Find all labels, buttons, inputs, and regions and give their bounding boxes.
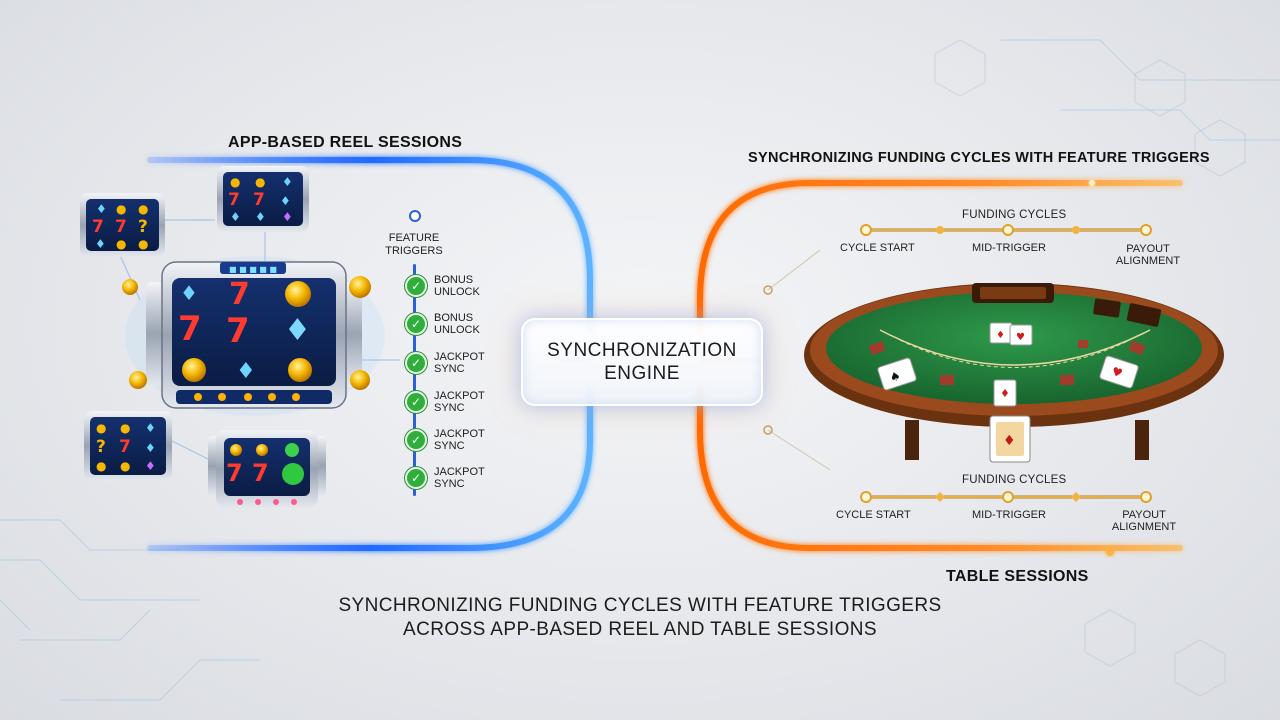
stage-payout-alignment-bottom: PAYOUT ALIGNMENT (1094, 509, 1194, 533)
playing-card-icon: ♦ (990, 416, 1030, 462)
triggers-top-node (409, 210, 421, 222)
funding-cycles-title-bottom: FUNDING CYCLES (962, 474, 1066, 486)
trigger-label: JACKPOT SYNC (434, 466, 504, 490)
svg-text:♦: ♦ (96, 202, 107, 216)
svg-text:●: ● (120, 459, 130, 473)
stage-mid-trigger-bottom: MID-TRIGGER (972, 509, 1046, 521)
stage-payout-alignment-top: PAYOUT ALIGNMENT (1098, 243, 1198, 267)
svg-text:♦: ♦ (282, 175, 293, 189)
trigger-item: ✓ BONUS UNLOCK (405, 270, 504, 302)
svg-text:●: ● (138, 237, 148, 251)
trigger-item: ✓ BONUS UNLOCK (405, 308, 504, 340)
reel-window-icon: ● ● ♦ ? 7 ♦ ● ● ♦ (84, 411, 172, 481)
diagram-caption: SYNCHRONIZING FUNDING CYCLES WITH FEATUR… (300, 594, 980, 642)
svg-text:7: 7 (226, 459, 243, 487)
trigger-label: BONUS UNLOCK (434, 312, 504, 336)
gold-coin-icon (349, 276, 371, 298)
svg-text:♦: ♦ (95, 237, 106, 251)
trigger-label: JACKPOT SYNC (434, 428, 504, 452)
svg-text:♦: ♦ (284, 313, 311, 348)
card-table-icon: ♠ ♦ ♥ ♦ ♥ ♦ (804, 283, 1224, 462)
svg-text:●: ● (116, 237, 126, 251)
svg-text:7: 7 (178, 309, 202, 349)
svg-text:●: ● (120, 421, 130, 435)
check-icon: ✓ (405, 352, 427, 374)
svg-text:♦: ♦ (280, 194, 291, 208)
svg-text:♦: ♦ (145, 459, 156, 473)
svg-text:●: ● (116, 202, 126, 216)
svg-text:7: 7 (228, 190, 240, 210)
svg-text:7: 7 (253, 190, 265, 210)
svg-text:7: 7 (252, 459, 269, 487)
gold-coin-icon (129, 371, 147, 389)
synchronization-engine-box: SYNCHRONIZATION ENGINE (521, 318, 763, 406)
stage-cycle-start-bottom: CYCLE START (836, 509, 911, 521)
funding-cycles-title-top: FUNDING CYCLES (962, 209, 1066, 221)
feature-triggers-header: FEATURE TRIGGERS (368, 232, 460, 258)
svg-text:?: ? (96, 437, 106, 457)
check-icon: ✓ (405, 429, 427, 451)
reel-window-icon: ♦ ● ● 7 7 ? ♦ ● ● (80, 193, 165, 257)
playing-card-icon: ♦ ♥ (990, 323, 1032, 345)
svg-text:7: 7 (92, 217, 104, 237)
funding-timeline-bottom (861, 492, 1151, 502)
gold-coin-icon (122, 279, 138, 295)
playing-card-icon: ♦ (994, 380, 1016, 406)
trigger-label: BONUS UNLOCK (434, 274, 504, 298)
svg-text:7: 7 (226, 311, 250, 351)
svg-text:♦: ♦ (180, 281, 198, 305)
svg-text:♦: ♦ (230, 210, 241, 224)
svg-text:♦: ♦ (1003, 433, 1016, 449)
trigger-label: JACKPOT SYNC (434, 351, 504, 375)
funding-timeline-top (861, 225, 1151, 235)
check-icon: ✓ (405, 467, 427, 489)
svg-text:♥: ♥ (1016, 332, 1025, 343)
stage-cycle-start-top: CYCLE START (840, 242, 915, 254)
svg-text:♦: ♦ (145, 421, 156, 435)
svg-text:●: ● (255, 175, 265, 189)
svg-text:?: ? (138, 217, 148, 237)
stage-mid-trigger-top: MID-TRIGGER (972, 242, 1046, 254)
svg-text:7: 7 (115, 217, 127, 237)
engine-label: SYNCHRONIZATION ENGINE (542, 339, 742, 385)
svg-text:♦: ♦ (145, 441, 156, 455)
trigger-item: ✓ JACKPOT SYNC (405, 424, 504, 456)
caption-line-2: ACROSS APP-BASED REEL AND TABLE SESSIONS (300, 618, 980, 642)
svg-text:♦: ♦ (282, 210, 293, 224)
sync-funding-title: SYNCHRONIZING FUNDING CYCLES WITH FEATUR… (748, 150, 1210, 166)
reel-window-icon: ● ● ♦ 7 7 ♦ ♦ ♦ ♦ (217, 166, 309, 232)
table-sessions-title: TABLE SESSIONS (946, 568, 1089, 586)
svg-text:●: ● (96, 459, 106, 473)
svg-text:7: 7 (119, 437, 131, 457)
trigger-item: ✓ JACKPOT SYNC (405, 347, 504, 379)
trigger-item: ✓ JACKPOT SYNC (405, 386, 504, 418)
trigger-item: ✓ JACKPOT SYNC (405, 462, 504, 494)
check-icon: ✓ (405, 313, 427, 335)
svg-text:●: ● (138, 202, 148, 216)
svg-text:●: ● (230, 175, 240, 189)
svg-text:♦: ♦ (1000, 387, 1010, 400)
svg-text:7: 7 (229, 277, 250, 312)
slot-machine-icon: 7 7 (208, 430, 326, 508)
check-icon: ✓ (405, 391, 427, 413)
svg-text:♦: ♦ (236, 359, 256, 384)
svg-text:●: ● (96, 421, 106, 435)
check-icon: ✓ (405, 275, 427, 297)
gold-coin-icon (350, 370, 370, 390)
svg-text:♦: ♦ (255, 210, 266, 224)
slot-machine-icon: ■ ■ ■ ■ ■ ♦ 7 7 7 ♦ ♦ (122, 256, 385, 416)
trigger-label: JACKPOT SYNC (434, 390, 504, 414)
caption-line-1: SYNCHRONIZING FUNDING CYCLES WITH FEATUR… (300, 594, 980, 618)
svg-text:♦: ♦ (996, 330, 1005, 341)
reel-sessions-title: APP-BASED REEL SESSIONS (228, 134, 462, 152)
svg-text:■ ■ ■ ■ ■: ■ ■ ■ ■ ■ (229, 265, 277, 274)
